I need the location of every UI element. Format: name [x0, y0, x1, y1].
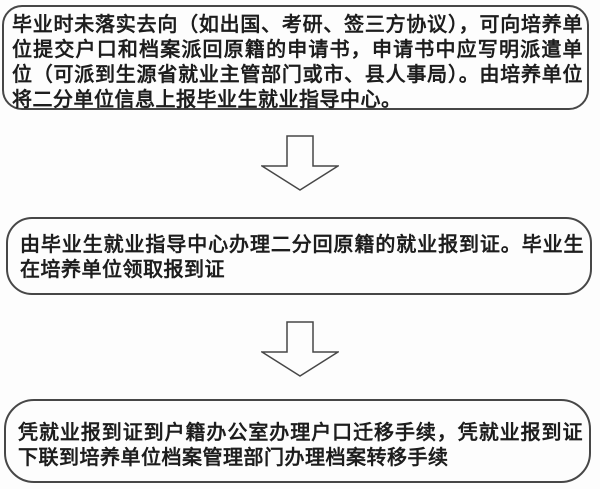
flow-step-1: 毕业时未落实去向（如出国、考研、签三方协议），可向培养单位提交户口和档案派回原籍…	[2, 5, 589, 111]
down-arrow-icon	[261, 135, 339, 191]
down-arrow-icon	[261, 321, 339, 377]
flow-step-3: 凭就业报到证到户籍办公室办理户口迁移手续，凭就业报到证下联到培养单位档案管理部门…	[4, 399, 591, 483]
flow-step-1-text: 毕业时未落实去向（如出国、考研、签三方协议），可向培养单位提交户口和档案派回原籍…	[12, 14, 583, 111]
flow-step-3-text: 凭就业报到证到户籍办公室办理户口迁移手续，凭就业报到证下联到培养单位档案管理部门…	[18, 422, 583, 469]
flow-step-2: 由毕业生就业指导中心办理二分回原籍的就业报到证。毕业生在培养单位领取报到证	[6, 217, 592, 295]
flow-step-2-text: 由毕业生就业指导中心办理二分回原籍的就业报到证。毕业生在培养单位领取报到证	[20, 234, 584, 281]
